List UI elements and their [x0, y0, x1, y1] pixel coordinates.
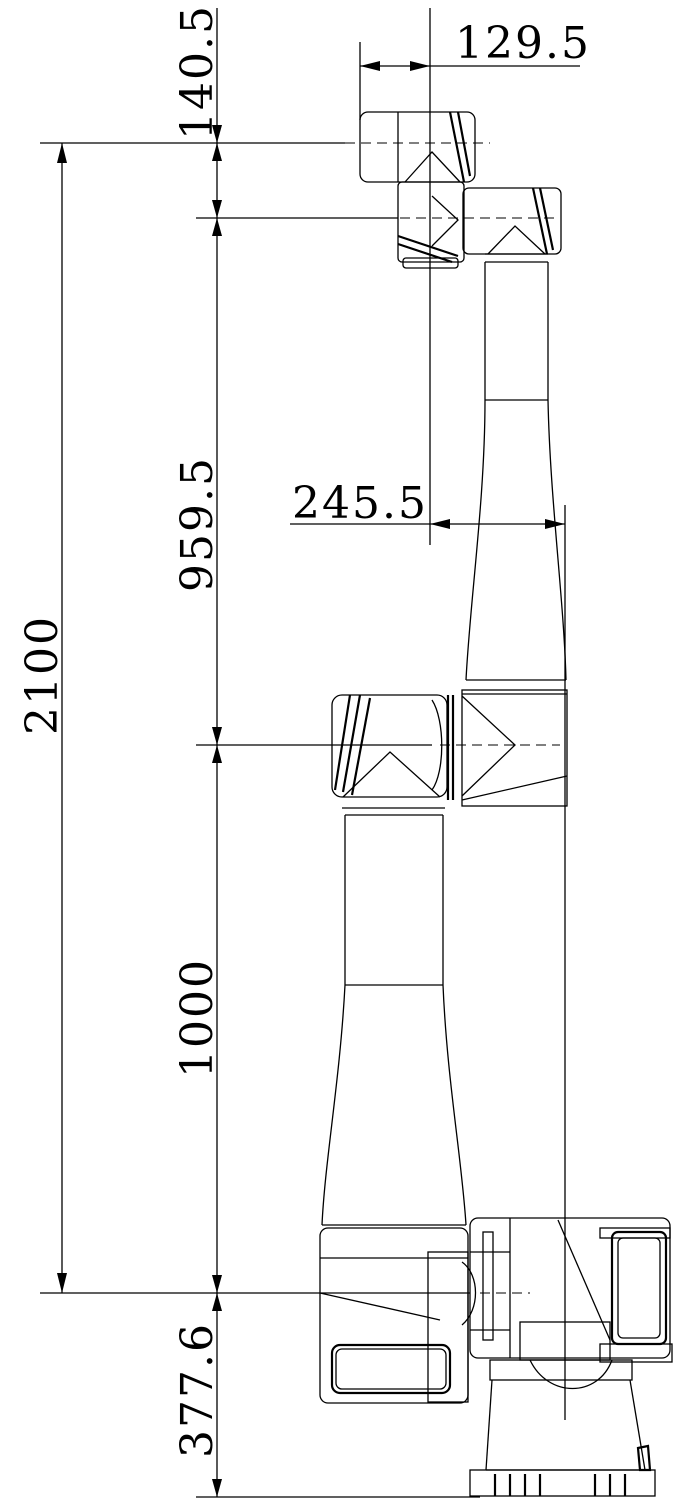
- forearm-link: [465, 261, 567, 681]
- dim-140-5: 140.5: [172, 4, 223, 140]
- dim-129-5: 129.5: [455, 18, 591, 69]
- wrist-joint-3: [345, 111, 490, 183]
- wrist-joint-2: [397, 181, 555, 269]
- wrist-joint-1: [462, 187, 562, 255]
- dim-377-6: 377.6: [172, 1322, 223, 1458]
- dim-959-5: 959.5: [172, 456, 223, 592]
- elbow-joint: [331, 689, 568, 809]
- dimension-labels: 140.5 129.5 245.5 959.5 2100 1000 377.6: [17, 4, 591, 1458]
- base-assembly: [469, 1217, 673, 1497]
- shoulder-joint: [319, 1227, 476, 1404]
- dim-1000: 1000: [172, 958, 223, 1078]
- robot-arm: [319, 111, 673, 1497]
- upper-arm-link: [321, 814, 467, 1226]
- dim-245-5: 245.5: [292, 478, 428, 529]
- dim-2100: 2100: [17, 615, 68, 735]
- dimension-lines: [40, 8, 580, 1498]
